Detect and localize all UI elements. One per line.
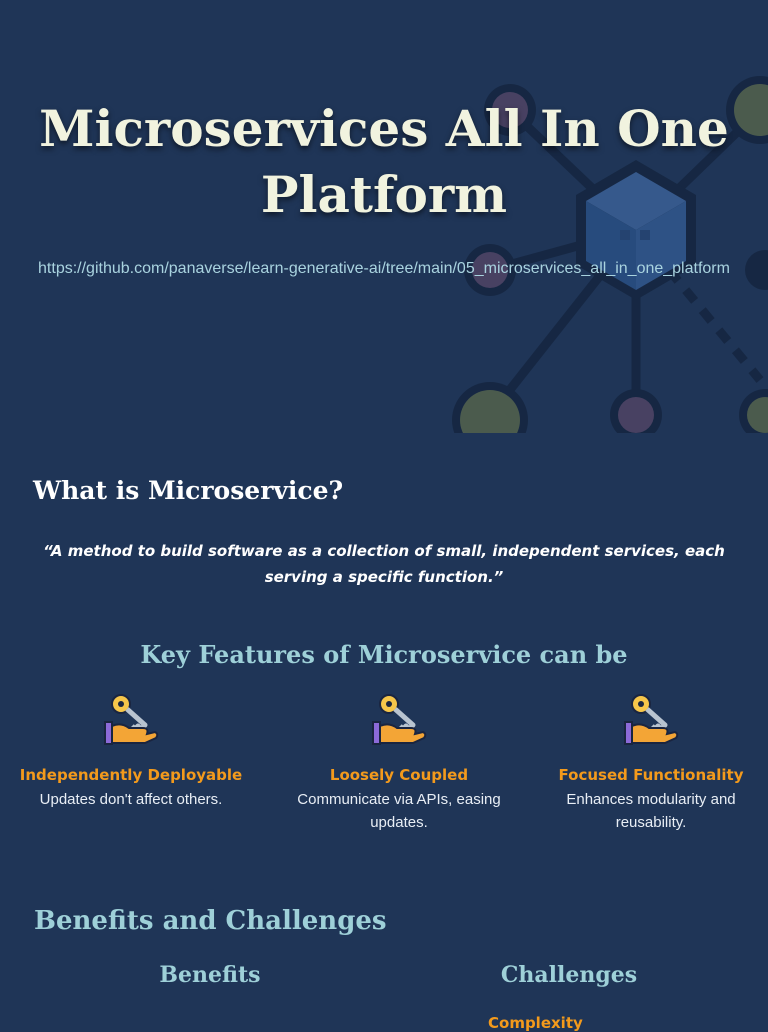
section-heading-benefits-challenges: Benefits and Challenges [34, 906, 387, 936]
hand-key-icon [372, 694, 427, 745]
microservice-network-icon [452, 76, 768, 433]
feature-description: Enhances modularity and reusability. [566, 791, 736, 831]
feature-title: Loosely Coupled [329, 766, 469, 784]
definition-quote: “A method to build software as a collect… [43, 542, 725, 586]
hand-key-icon [104, 694, 159, 745]
challenge-item-title: Complexity [488, 1014, 583, 1032]
page-title: Microservices All In One Platform [39, 99, 729, 224]
section-heading-what-is: What is Microservice? [33, 476, 344, 505]
repository-link[interactable]: https://github.com/panaverse/learn-gener… [38, 260, 730, 277]
feature-description: Updates don't affect others. [39, 791, 223, 808]
feature-title: Independently Deployable [19, 766, 243, 784]
hero-banner: Microservices All In One Platform https:… [0, 0, 768, 433]
feature-card-loosely-coupled: Loosely Coupled Communicate via APIs, ea… [289, 692, 509, 834]
feature-card-independently-deployable: Independently Deployable Updates don't a… [16, 692, 246, 811]
benefits-column-heading: Benefits [159, 962, 261, 988]
feature-card-focused-functionality: Focused Functionality Enhances modularit… [548, 692, 754, 834]
challenges-column-heading: Challenges [500, 962, 638, 988]
hand-key-icon [624, 694, 679, 745]
feature-title: Focused Functionality [558, 766, 744, 784]
section-heading-key-features: Key Features of Microservice can be [140, 640, 628, 669]
feature-description: Communicate via APIs, easing updates. [297, 791, 501, 831]
